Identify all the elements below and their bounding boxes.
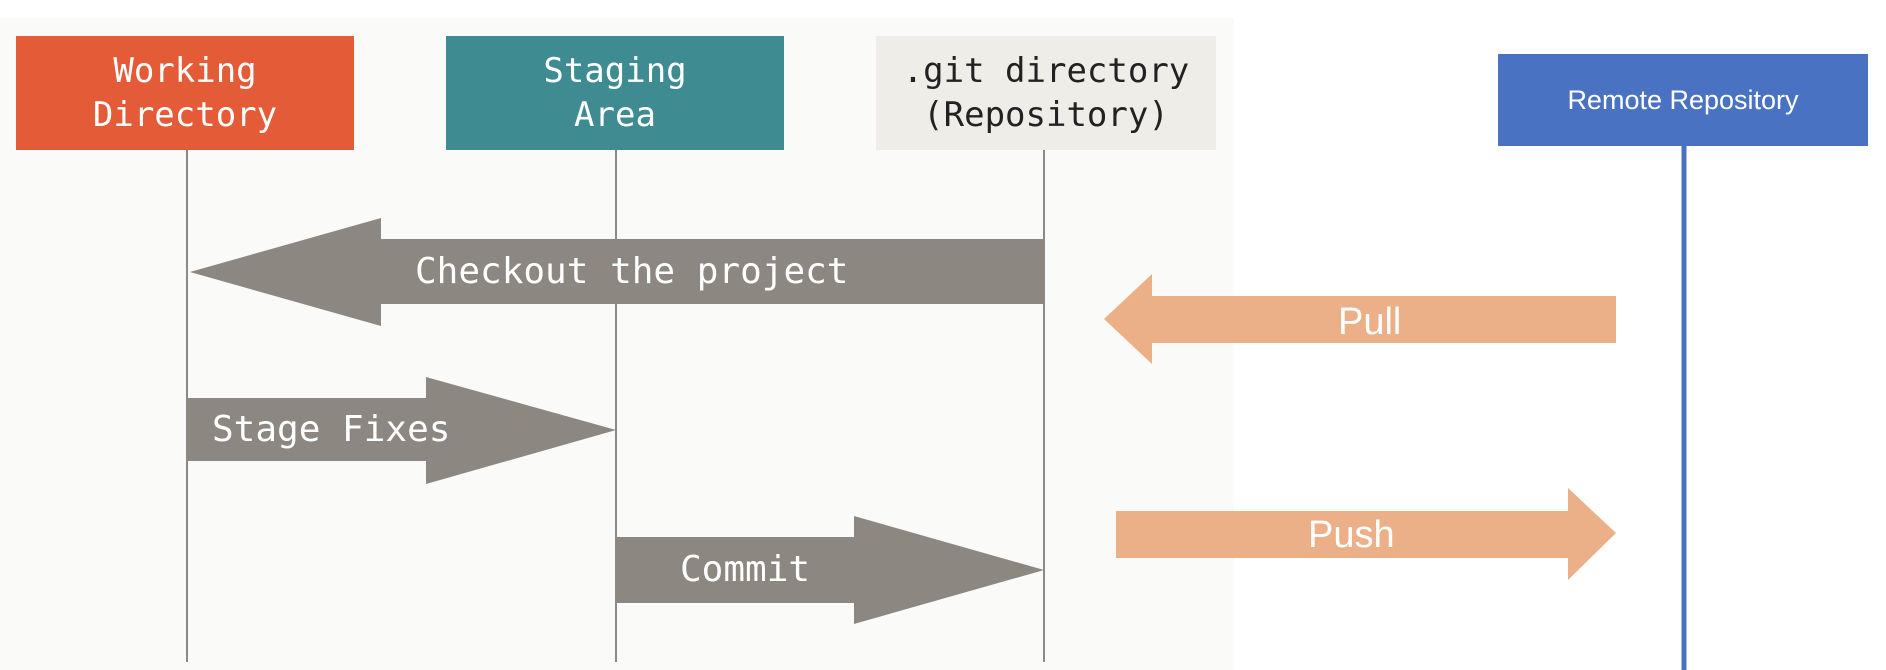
staging-area-box: Staging Area (446, 36, 784, 150)
push-arrow (1116, 488, 1616, 580)
working-directory-box: Working Directory (16, 36, 354, 150)
pull-arrow (1104, 274, 1616, 364)
stage-fixes-arrow-label: Stage Fixes (212, 409, 450, 450)
remote-repository-box: Remote Repository (1498, 54, 1868, 146)
commit-arrow (616, 516, 1044, 624)
push-arrow-label: Push (1308, 514, 1395, 556)
checkout-arrow-label: Checkout the project (415, 251, 848, 292)
git-directory-box: .git directory (Repository) (876, 36, 1216, 150)
stage-fixes-arrow (187, 377, 616, 484)
checkout-arrow (190, 218, 1044, 326)
commit-arrow-label: Commit (680, 549, 810, 590)
pull-arrow-label: Pull (1338, 301, 1401, 343)
